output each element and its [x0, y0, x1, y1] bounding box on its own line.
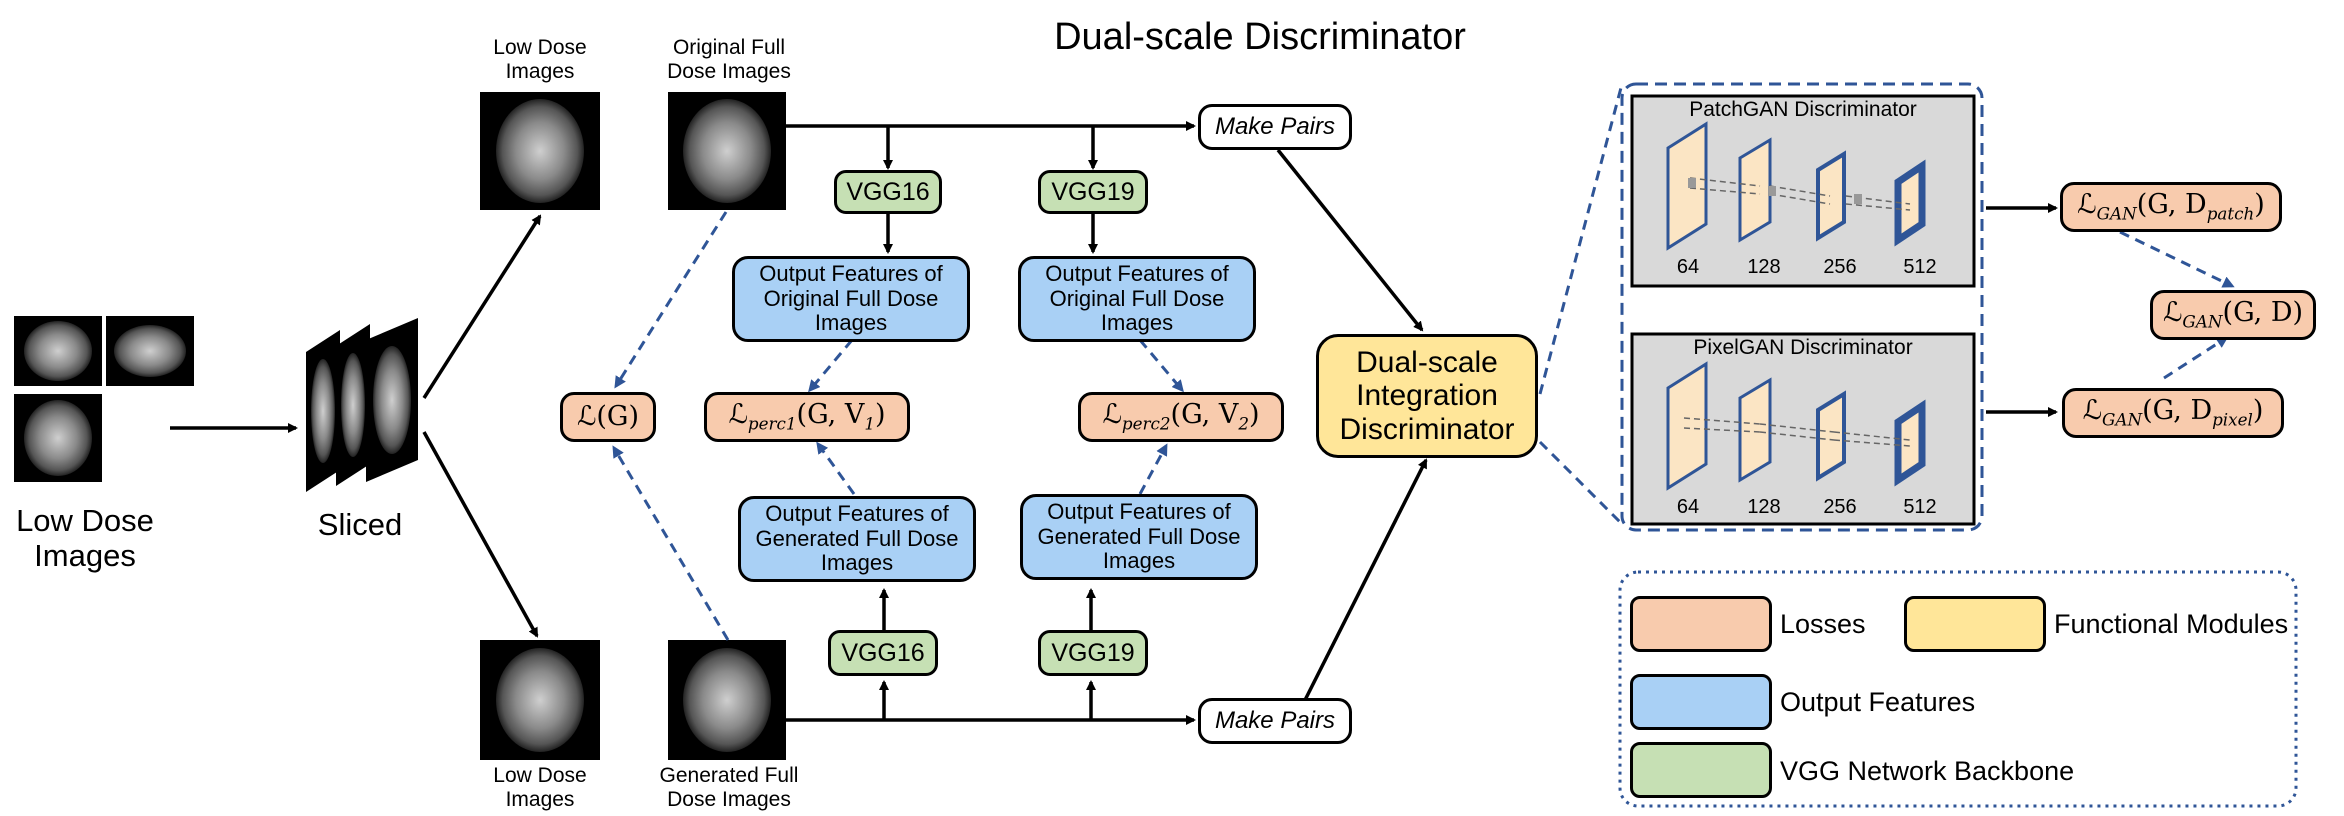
- make-pairs-bottom-box: Make Pairs: [1198, 698, 1352, 744]
- pixelgan-channel-2: 128: [1747, 496, 1781, 518]
- top-pairs-to-dual-arrow: [1276, 148, 1424, 332]
- generated-full-dose-image: [668, 640, 786, 760]
- vgg16-top-box: VGG16: [834, 170, 942, 214]
- gan-patch-loss-box: ℒGAN(G, Dpatch): [2060, 182, 2282, 232]
- vgg19-top-box: VGG19: [1038, 170, 1148, 214]
- legend-output-swatch: [1630, 674, 1772, 730]
- legend-loss-label: Losses: [1780, 609, 1866, 639]
- make-pairs-top-box: Make Pairs: [1198, 104, 1352, 150]
- diagram-title: Dual-scale Discriminator: [1054, 16, 1466, 58]
- input-thumbnails: [14, 316, 194, 482]
- pixelgan-title: PixelGAN Discriminator: [1693, 336, 1913, 359]
- sliced-label: Sliced: [317, 507, 403, 542]
- patchgan-channel-2: 128: [1747, 256, 1781, 278]
- patchgan-layers: [1666, 121, 1926, 251]
- vgg16-bottom-box: VGG16: [828, 630, 938, 676]
- bottom-pairs-to-dual-arrow: [1298, 458, 1428, 711]
- pixelgan-channel-3: 256: [1823, 496, 1857, 518]
- legend-functional-label: Functional Modules: [2054, 609, 2289, 639]
- legend-vgg-swatch: [1630, 742, 1772, 798]
- legend-loss-swatch: [1630, 596, 1772, 652]
- gan-pixel-loss-box: ℒGAN(G, Dpixel): [2062, 388, 2284, 438]
- legend-functional-swatch: [1904, 596, 2046, 652]
- patchgan-channel-1: 64: [1676, 256, 1700, 278]
- vgg19-bottom-box: VGG19: [1038, 630, 1148, 676]
- original-full-dose-image: [668, 92, 786, 210]
- discriminator-enclosure: [1620, 82, 1984, 532]
- pixelgan-channel-4: 512: [1903, 496, 1937, 518]
- gan-total-loss-box: ℒGAN(G, D): [2150, 290, 2316, 340]
- legend-output-label: Output Features: [1780, 687, 1976, 717]
- top-low-dose-image: [480, 92, 600, 210]
- pixelgan-layers: [1666, 361, 1926, 491]
- patchgan-title: PatchGAN Discriminator: [1689, 98, 1917, 121]
- slice-to-bottom-arrow: [422, 431, 539, 638]
- bottom-low-dose-image: [480, 640, 600, 760]
- patchgan-channel-4: 512: [1903, 256, 1937, 278]
- sliced-stack: [306, 318, 418, 492]
- legend-vgg-label: VGG Network Backbone: [1780, 756, 2075, 786]
- legend-enclosure: [1618, 570, 2298, 808]
- pixelgan-channel-1: 64: [1676, 496, 1700, 518]
- generator-loss-box: ℒ(G): [560, 392, 656, 442]
- perceptual-loss-2-box: ℒperc2(G, V2): [1078, 392, 1284, 442]
- perceptual-loss-1-box: ℒperc1(G, V1): [704, 392, 910, 442]
- dashed-arrows: [612, 83, 2235, 641]
- patchgan-channel-3: 256: [1823, 256, 1857, 278]
- slice-to-top-arrow: [422, 214, 542, 399]
